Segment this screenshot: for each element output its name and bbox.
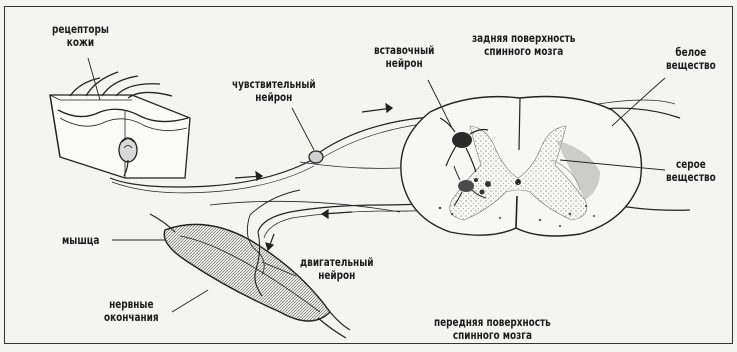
label-skin-receptors: рецепторы кожи xyxy=(52,23,109,49)
label-nerve-endings: нервные окончания xyxy=(104,298,159,324)
label-skin-receptors-line2: кожи xyxy=(52,36,109,49)
label-white-matter-line2: вещество xyxy=(666,59,716,72)
direction-arrows xyxy=(235,104,392,250)
label-interneuron-line2: нейрон xyxy=(374,57,434,70)
label-muscle: мышца xyxy=(62,234,99,247)
label-ventral-surface: передняя поверхность спинного мозга xyxy=(434,316,551,342)
label-motor-neuron-line2: нейрон xyxy=(300,269,373,282)
label-nerve-endings-line2: окончания xyxy=(104,311,159,324)
label-white-matter: белое вещество xyxy=(666,46,716,72)
label-interneuron: вставочный нейрон xyxy=(374,44,434,70)
label-ventral-surface-line2: спинного мозга xyxy=(434,329,551,342)
label-dorsal-surface: задняя поверхность спинного мозга xyxy=(472,32,575,58)
label-sensory-neuron: чувствительный нейрон xyxy=(232,78,316,104)
label-motor-neuron: двигательный нейрон xyxy=(300,256,373,282)
spinal-cord-section xyxy=(401,97,642,237)
label-sensory-neuron-line2: нейрон xyxy=(232,91,316,104)
label-gray-matter: серое вещество xyxy=(666,158,716,184)
label-dorsal-surface-line2: спинного мозга xyxy=(472,45,575,58)
label-gray-matter-line2: вещество xyxy=(666,171,716,184)
skin-block xyxy=(50,72,190,178)
label-muscle-text: мышца xyxy=(62,234,99,247)
